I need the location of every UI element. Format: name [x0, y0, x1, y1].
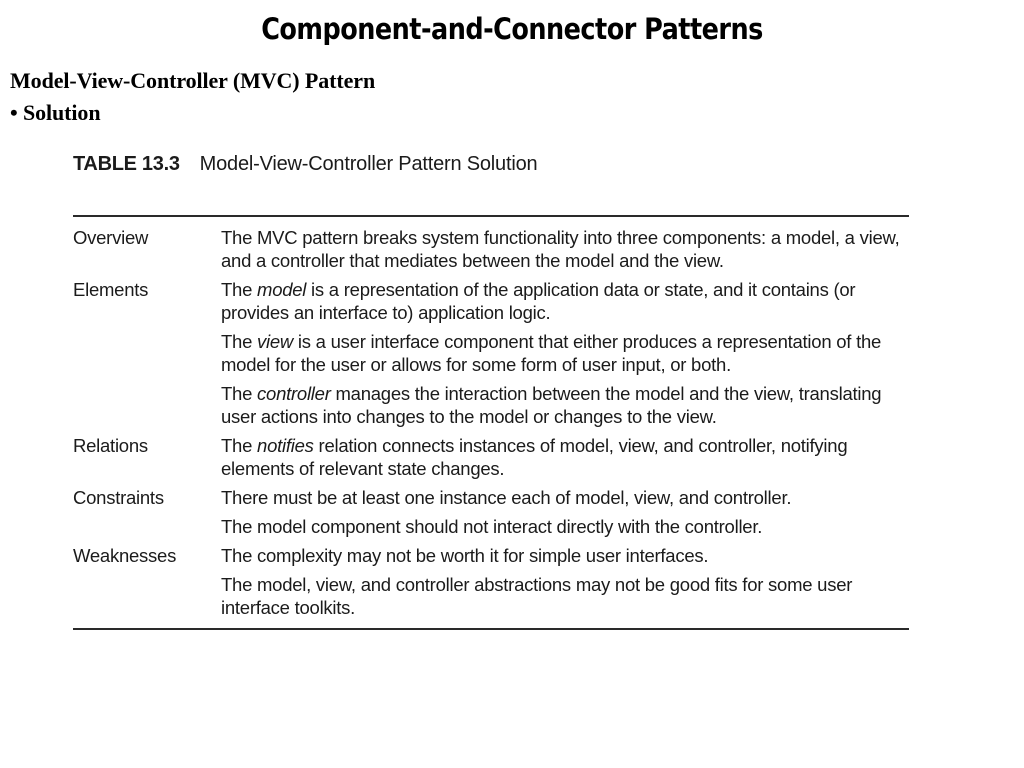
- text-segment: The: [221, 435, 258, 456]
- table-row-content: The MVC pattern breaks system functional…: [221, 226, 909, 272]
- table-row-content: The notifies relation connects instances…: [221, 434, 909, 480]
- table-row: Relations The notifies relation connects …: [73, 434, 909, 480]
- table-row-label: Relations: [73, 435, 148, 456]
- table-row-label: Elements: [73, 279, 149, 300]
- table-row: Overview The MVC pattern breaks system fu…: [73, 226, 909, 272]
- text-segment: The: [221, 383, 258, 404]
- table-row-content: There must be at least one instance each…: [221, 486, 909, 538]
- table-body: Overview The MVC pattern breaks system fu…: [73, 217, 909, 619]
- table-row-content: The complexity may not be worth it for s…: [221, 544, 909, 619]
- text-segment: is a user interface component that eithe…: [221, 331, 882, 375]
- text-segment: is a representation of the application d…: [221, 279, 856, 323]
- table-row: Weaknesses The complexity may not be wort…: [73, 544, 909, 619]
- text-segment: The: [221, 279, 258, 300]
- emphasized-term: view: [257, 331, 294, 352]
- table-paragraph: The MVC pattern breaks system functional…: [221, 226, 909, 272]
- text-segment: relation connects instances of model, vi…: [221, 435, 848, 479]
- table-paragraph: The model is a representation of the app…: [221, 278, 909, 324]
- table-top-rule: [73, 215, 909, 217]
- table-paragraph: The model, view, and controller abstract…: [221, 573, 909, 619]
- table-row-label: Constraints: [73, 487, 164, 508]
- table-row-label: Weaknesses: [73, 545, 177, 566]
- table-paragraph: The notifies relation connects instances…: [221, 434, 909, 480]
- text-segment: The model, view, and controller abstract…: [221, 574, 853, 618]
- table-row: Constraints There must be at least one in…: [73, 486, 909, 538]
- table-caption-title: Model-View-Controller Pattern Solution: [199, 153, 538, 175]
- text-segment: manages the interaction between the mode…: [221, 383, 882, 427]
- table-bottom-rule: [73, 628, 909, 630]
- emphasized-term: model: [257, 279, 307, 300]
- pattern-subtitle: Model-View-Controller (MVC) Pattern: [10, 68, 376, 93]
- table-paragraph: The model component should not interact …: [221, 515, 909, 538]
- table-paragraph: There must be at least one instance each…: [221, 486, 909, 509]
- table-row-content: The model is a representation of the app…: [221, 278, 909, 428]
- text-segment: The model component should not interact …: [221, 516, 763, 537]
- table-caption: TABLE 13.3 Model-View-Controller Pattern …: [73, 152, 909, 176]
- emphasized-term: notifies: [257, 435, 314, 456]
- page-title: Component-and-Connector Patterns: [261, 12, 763, 46]
- solution-bullet: • Solution: [10, 100, 101, 125]
- text-segment: The: [221, 331, 258, 352]
- table-paragraph: The complexity may not be worth it for s…: [221, 544, 909, 567]
- table-caption-label: TABLE 13.3: [73, 153, 180, 175]
- table-paragraph: The view is a user interface component t…: [221, 330, 909, 376]
- text-segment: The MVC pattern breaks system functional…: [221, 227, 900, 271]
- emphasized-term: controller: [257, 383, 331, 404]
- table-row-label: Overview: [73, 227, 149, 248]
- text-segment: The complexity may not be worth it for s…: [221, 545, 709, 566]
- table-paragraph: The controller manages the interaction b…: [221, 382, 909, 428]
- text-segment: There must be at least one instance each…: [221, 487, 792, 508]
- table-block: TABLE 13.3 Model-View-Controller Pattern …: [73, 152, 909, 630]
